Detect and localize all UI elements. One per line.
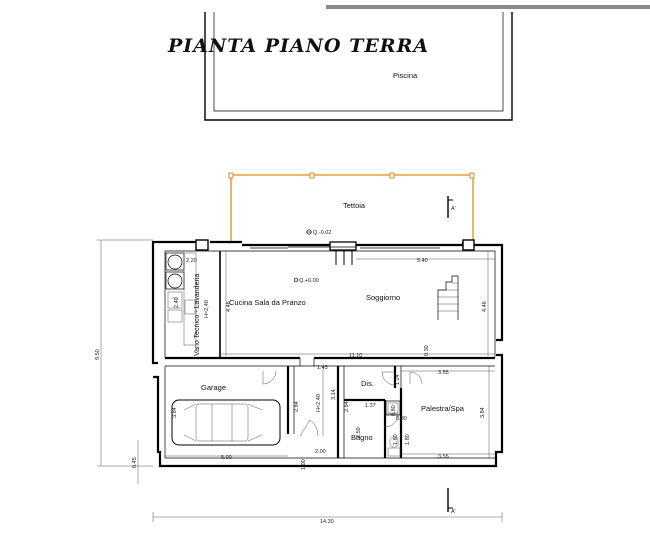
level-int-text: Q.+0.00 <box>299 278 319 284</box>
dim-cucina-h: 4.46 <box>226 301 232 312</box>
dim-dis-124: 1.24 <box>395 374 401 385</box>
room-label-cucina: Cucina Sala da Pranzo <box>229 298 306 307</box>
door-swings <box>262 358 423 437</box>
laundry-appliances <box>165 252 185 323</box>
room-label-tettoia: Tettoia <box>343 201 366 210</box>
dim-total-height: 9.50 <box>95 349 101 360</box>
pool-outline <box>204 12 513 121</box>
level-ext-text: Q.-0.02 <box>313 230 331 236</box>
dim-bagno-180: 1.80 <box>405 434 411 445</box>
dim-soggiorno-w: 5.40 <box>417 258 428 264</box>
dim-bagno-160: 1.60 <box>393 434 399 445</box>
dim-dis-137: 1.37 <box>365 403 376 409</box>
dim-garage-w: 5.00 <box>221 455 232 461</box>
dim-closet-080: 0.80 <box>396 416 407 422</box>
section-mark-top <box>447 196 453 218</box>
room-label-piscina: Piscina <box>393 71 418 80</box>
room-label-bagno: Bagno <box>351 433 373 442</box>
dim-soggiorno-h: 4.46 <box>482 301 488 312</box>
staircase-icon <box>437 275 459 320</box>
dim-wall-030: 0.30 <box>424 345 430 356</box>
dim-pal-w-top: 3.55 <box>438 370 449 376</box>
dim-pal-h: 3.84 <box>480 407 486 418</box>
horizontal-scrollbar[interactable] <box>326 5 650 9</box>
dim-foundation: 0.45 <box>132 457 138 468</box>
section-mark-bottom <box>447 488 453 512</box>
car-icon <box>171 399 281 446</box>
dim-door-100: 1.00 <box>301 459 307 470</box>
kitchen-counter <box>183 252 197 346</box>
dim-total-width: 14.30 <box>320 519 334 525</box>
room-label-vano-tecnico-h: H=2,40 <box>204 300 210 318</box>
room-label-palestra: Palestra/Spa <box>421 404 465 413</box>
dim-door-200: 2.00 <box>315 449 326 455</box>
section-label-top: A' <box>451 206 456 212</box>
section-label-bottom: A' <box>451 509 456 515</box>
dim-gap-143: 1.43 <box>317 365 328 371</box>
room-label-soggiorno: Soggiorno <box>366 293 400 302</box>
dimension-lines <box>97 239 503 522</box>
dim-garage-door: 2.84 <box>294 401 300 412</box>
dim-corr-314: 3.14 <box>331 389 337 400</box>
dim-corr-284: 2.84 <box>344 401 350 412</box>
room-label-garage: Garage <box>201 383 226 392</box>
dim-living-total: 11.10 <box>349 353 362 359</box>
bathroom-fixtures <box>385 400 401 457</box>
dim-corridor-h: H=2.40 <box>316 394 322 412</box>
level-marker-int <box>293 277 299 283</box>
dim-pal-w-bot: 3.55 <box>438 454 449 460</box>
plan-title: PIANTA PIANO TERRA <box>167 35 429 57</box>
tettoia-canopy <box>228 172 475 243</box>
dim-cucina-w: 2.20 <box>186 258 197 264</box>
dim-shower-080: 0.80 <box>391 405 397 416</box>
room-label-dis: Dis. <box>361 379 374 388</box>
dim-bagno-250: 2.50 <box>356 427 362 438</box>
level-marker-ext <box>306 229 312 235</box>
building-walls <box>151 239 504 468</box>
room-label-vano-tecnico: Vano Tecnico - Lavanderia <box>194 274 201 356</box>
dim-vano-h: 2.40 <box>174 297 180 308</box>
dim-garage-h: 3.84 <box>172 407 178 418</box>
